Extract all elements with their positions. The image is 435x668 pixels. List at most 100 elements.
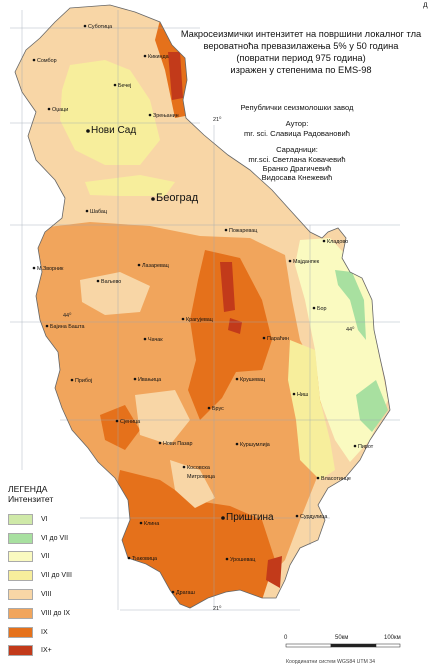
zone-ix-central [188, 250, 272, 420]
legend-item: VI до VII [8, 529, 72, 548]
city-dot [127, 556, 131, 560]
city-marker: Брус [207, 406, 224, 412]
city-name: Параћин [267, 336, 289, 342]
collaborator-2: Бранко Драгичевић [262, 164, 332, 174]
graticule-label: 440 [63, 311, 72, 319]
legend-label: VIII до IX [41, 609, 70, 617]
legend-swatch [8, 607, 33, 619]
city-name: Нови Сад [91, 125, 136, 136]
legend-swatch [8, 513, 33, 525]
legend-swatch [8, 626, 33, 638]
city-name: Сурдулица [300, 514, 327, 520]
zone-vii-viii-srem [85, 175, 175, 196]
city-name: Бор [317, 306, 327, 312]
city-dot [83, 24, 87, 28]
title-line-1: Макросеизмички интензитет на површини ло… [180, 29, 422, 39]
zone-vii-viii-east [288, 340, 335, 480]
city-dot [133, 377, 137, 381]
city-marker: Сјеница [115, 419, 140, 425]
city-name: Ивањица [138, 377, 161, 383]
legend-label: VII [41, 553, 50, 561]
city-marker: Београд [151, 192, 199, 204]
city-name: Шабац [90, 209, 107, 215]
city-name: Суботица [88, 24, 112, 30]
city-name: Брус [212, 406, 224, 412]
city-marker: М.Зворник [32, 266, 64, 272]
city-marker: Лазаревац [137, 263, 169, 269]
city-name: Митровица [187, 474, 215, 480]
zone-viii-kraljevo [135, 390, 190, 445]
city-name: Пожаревац [229, 228, 257, 234]
city-dot [353, 444, 357, 448]
city-name: Сјеница [120, 419, 140, 425]
city-name: Ниш [297, 392, 308, 398]
city-dot [151, 197, 155, 201]
city-marker: Оџаци [47, 107, 68, 113]
legend-item: VII до VIII [8, 566, 72, 585]
city-dot [288, 259, 292, 263]
city-marker: Драгаш [171, 590, 195, 596]
legend-swatch [8, 645, 33, 657]
city-marker: Ђаковица [127, 556, 157, 562]
collaborator-3: Видосава Кнежевић [261, 173, 333, 183]
city-name: Кладово [327, 239, 348, 245]
city-name: Крагујевац [186, 317, 213, 323]
city-name: Нови Пазар [163, 441, 193, 447]
collaborator-1: mr.sci. Светлана Ковачевић [248, 154, 346, 164]
zone-ixplus-4 [266, 556, 282, 588]
city-marker: Митровица [187, 474, 215, 480]
corner-mark: д [423, 0, 428, 9]
city-dot [182, 465, 186, 469]
city-name: Власотинце [321, 476, 351, 482]
city-marker: Крушевац [235, 377, 265, 383]
city-marker: Власотинце [316, 476, 351, 482]
city-marker: Мајданпек [288, 259, 320, 265]
city-name: Прибој [75, 378, 92, 384]
city-marker: Бечеј [113, 83, 131, 89]
city-marker: Параћин [262, 336, 289, 342]
city-name: Пирот [358, 444, 374, 450]
city-name: Приштина [226, 512, 274, 523]
city-name: Кикинда [148, 54, 169, 60]
legend-swatch [8, 532, 33, 544]
city-dot [113, 83, 117, 87]
city-marker: Крагујевац [181, 317, 213, 323]
map-title: Макросеизмички интензитет на површини ло… [170, 28, 432, 76]
zone-ixplus-2 [220, 262, 235, 312]
city-name: Београд [156, 192, 199, 204]
city-marker: Чачак [143, 337, 163, 343]
legend-label: IX [41, 628, 48, 636]
city-name: Драгаш [176, 590, 195, 596]
graticule-grid [10, 10, 400, 611]
city-name: Ђаковица [132, 556, 157, 562]
city-marker: Прибој [70, 378, 92, 384]
scale-bar [285, 643, 401, 648]
zone-ix-sjenica [100, 405, 140, 450]
legend-swatch [8, 570, 33, 582]
city-name: Крушевац [240, 377, 265, 383]
legend-subtitle: Интензитет [8, 494, 54, 504]
city-name: Ваљево [101, 279, 121, 285]
credits: Републички сеизмолошки завод Аутор: mr. … [222, 103, 372, 183]
scale-label-0: 0 [284, 635, 288, 641]
legend-item: VII [8, 548, 72, 567]
city-name: Бечеј [118, 83, 131, 89]
title-line-2: вероватноћа превазилажења 5% у 50 година [203, 41, 399, 51]
scale-label-50: 50км [335, 635, 349, 641]
zone-vii-viii-vojvodina [60, 60, 160, 165]
city-dot [85, 209, 89, 213]
zone-viii-kosovo [170, 460, 215, 508]
city-name: М.Зворник [37, 266, 64, 272]
city-marker: Ивањица [133, 377, 161, 383]
city-dot [262, 336, 266, 340]
city-marker: Кикинда [143, 54, 169, 60]
legend-label: VI [41, 515, 48, 523]
city-marker: Пирот [353, 444, 374, 450]
coordinate-system: Координатни систем WGS84 UTM 34 [286, 659, 376, 665]
city-marker: Куршумлија [235, 442, 270, 448]
city-name: Косовска [187, 465, 210, 471]
legend-label: VII до VIII [41, 572, 72, 580]
